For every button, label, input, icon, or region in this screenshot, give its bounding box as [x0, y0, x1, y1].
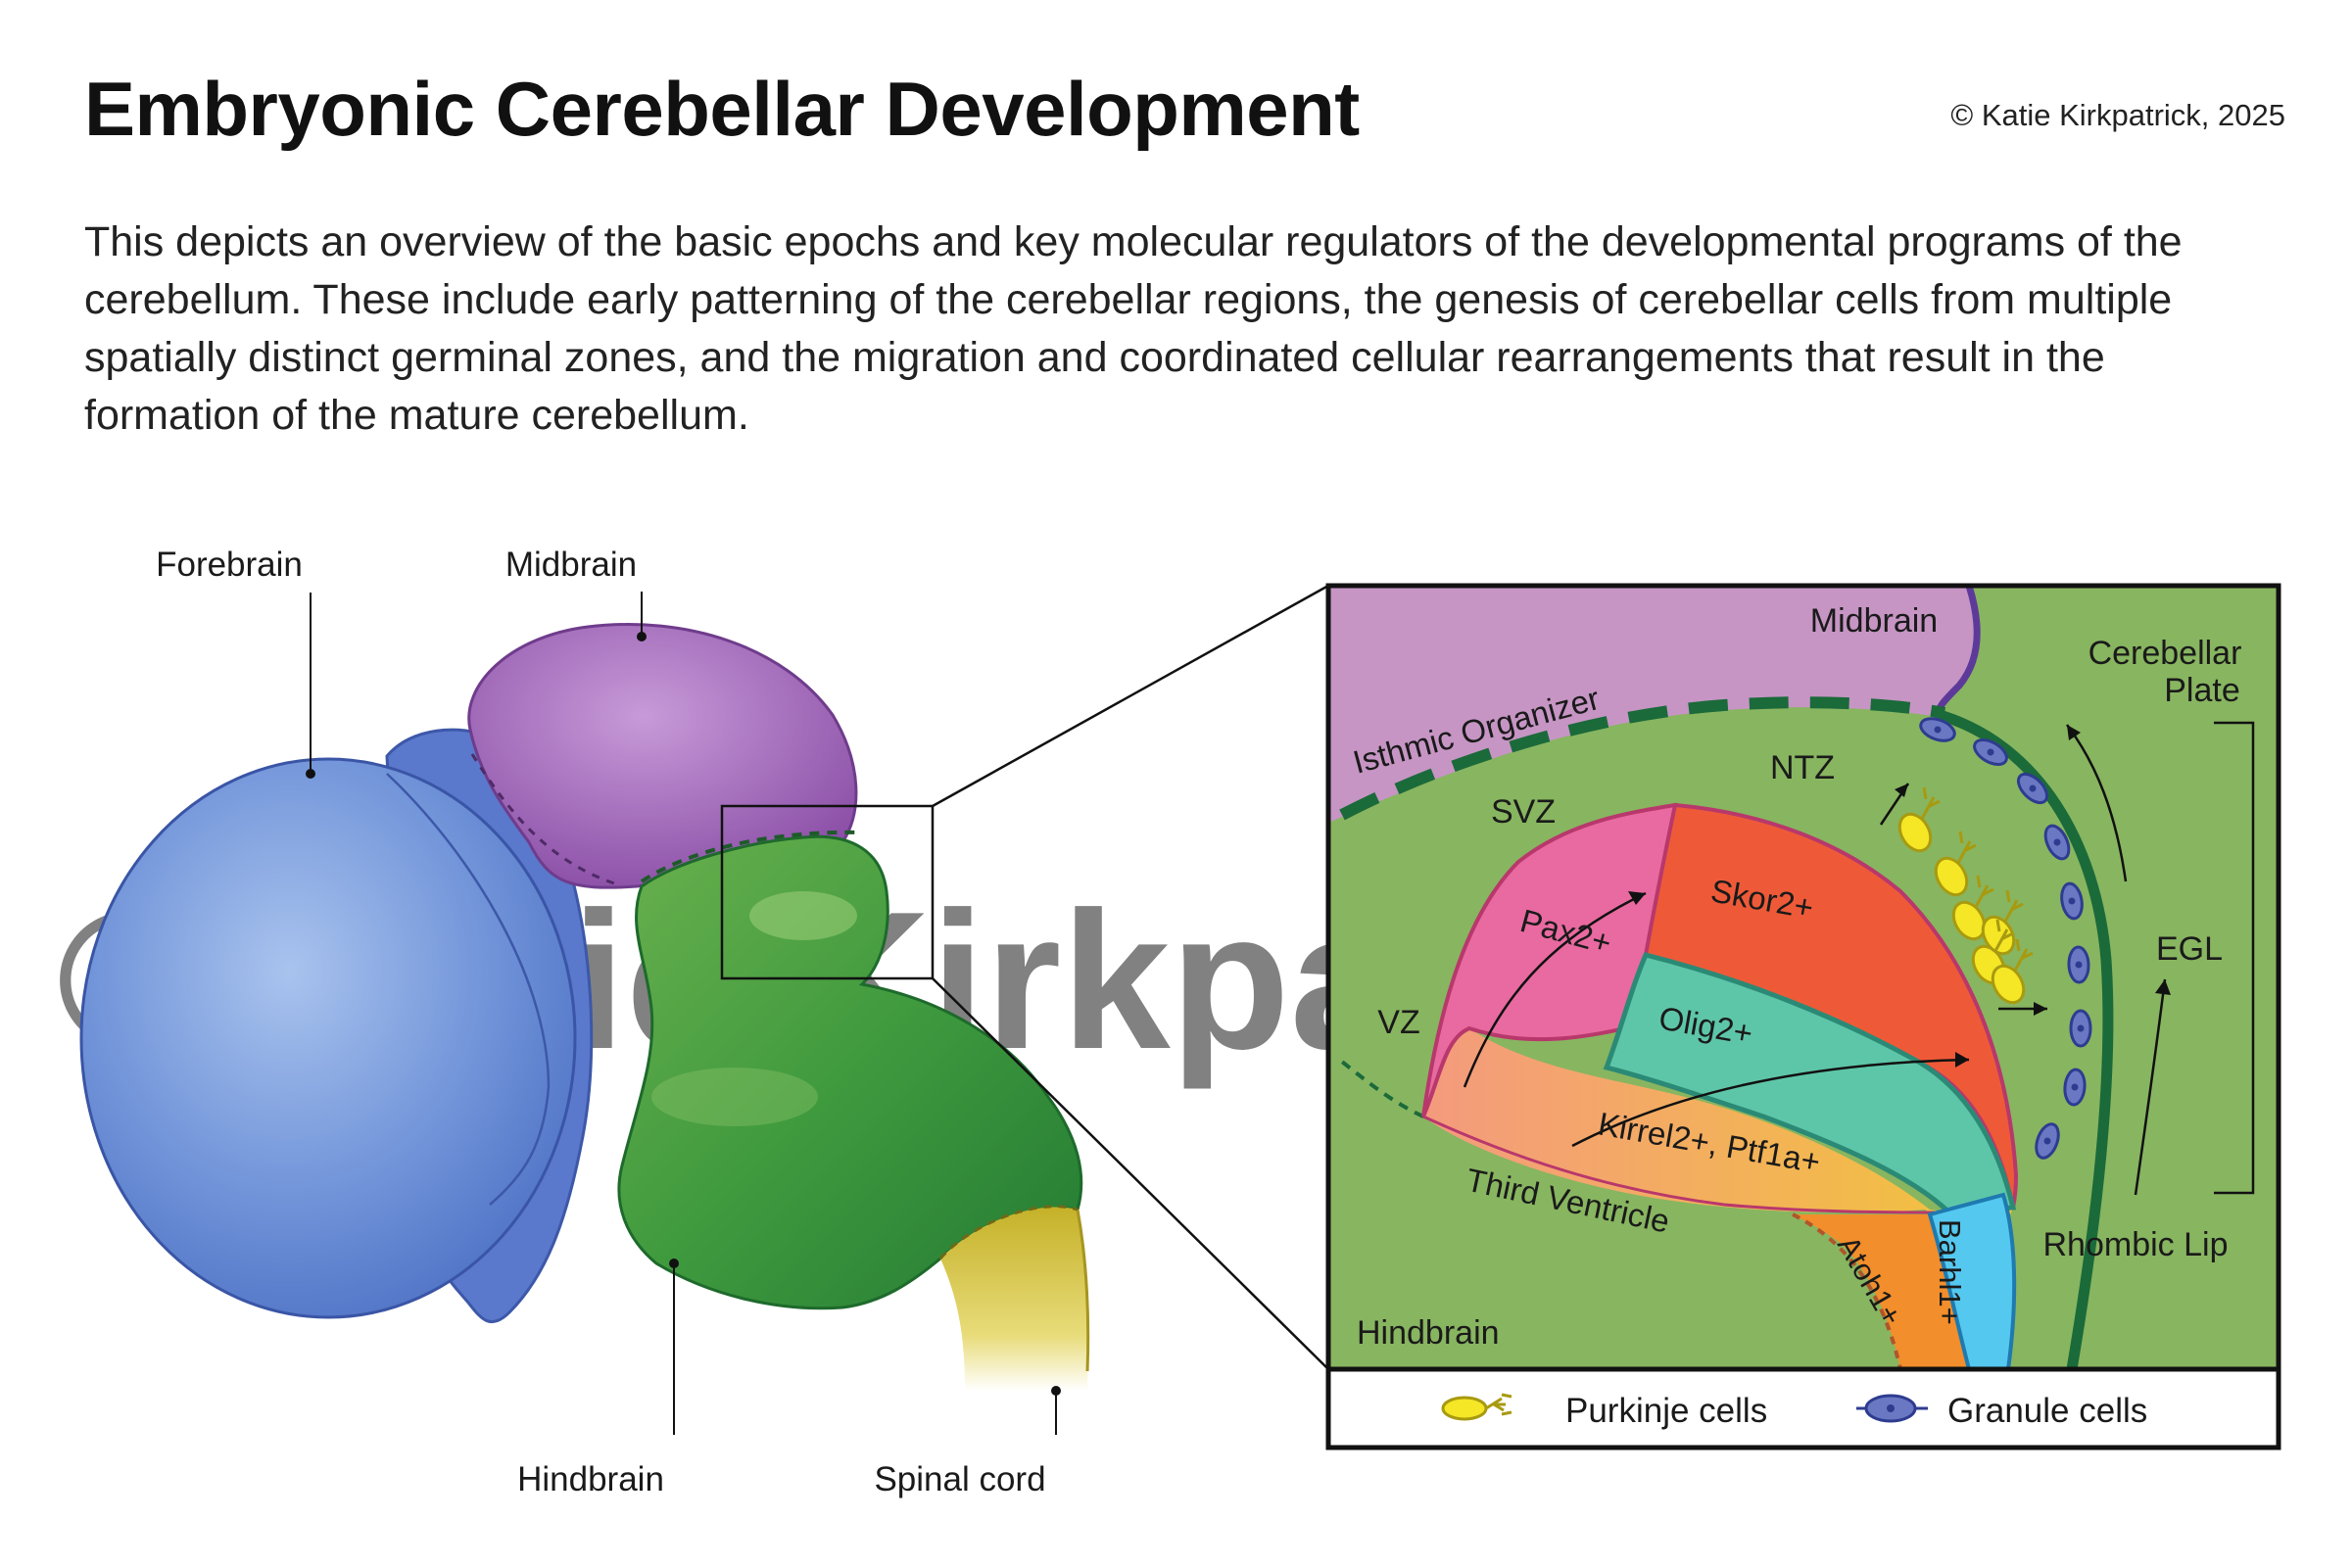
copyright: © Katie Kirkpatrick, 2025 — [1950, 98, 2285, 132]
embryo-illustration — [79, 584, 1329, 1435]
inset-label-svz: SVZ — [1491, 793, 1556, 831]
label-forebrain: Forebrain — [156, 546, 303, 584]
label-hindbrain: Hindbrain — [517, 1460, 664, 1498]
description: This depicts an overview of the basic ep… — [84, 218, 2183, 439]
forebrain-shape — [79, 757, 577, 1319]
inset-label-plate: Plate — [2164, 672, 2240, 709]
legend-granule-icon — [1856, 1394, 1928, 1423]
inset-label-cerebellar: Cerebellar — [2088, 635, 2242, 672]
inset-panel — [1325, 583, 2281, 1450]
label-spinal-cord: Spinal cord — [874, 1460, 1045, 1498]
legend-label-purkinje: Purkinje cells — [1565, 1392, 1767, 1430]
legend-purkinje-icon — [1441, 1393, 1512, 1421]
inset-label-rhombic-lip: Rhombic Lip — [2043, 1226, 2229, 1263]
inset-label-ntz: NTZ — [1770, 749, 1835, 786]
purkinje-cells — [1897, 812, 2026, 1005]
page-title: Embryonic Cerebellar Development — [84, 66, 1360, 152]
spinal-cord-shape — [940, 1207, 1088, 1391]
inset-label-vz: VZ — [1377, 1004, 1419, 1041]
region-atoh1 — [1793, 1214, 1969, 1369]
region-kirrel2 — [1423, 1028, 2013, 1244]
label-midbrain: Midbrain — [505, 546, 637, 584]
inset-label-hindbrain: Hindbrain — [1357, 1314, 1500, 1352]
region-olig2 — [1603, 952, 2017, 1215]
zoom-box — [720, 804, 935, 980]
legend-label-granule: Granule cells — [1947, 1392, 2147, 1430]
inset-label-egl: EGL — [2156, 930, 2223, 968]
inset-label-midbrain: Midbrain — [1810, 602, 1938, 640]
midbrain-shape — [467, 623, 858, 889]
inset-midbrain-region — [1328, 586, 1978, 823]
inset-label-barhl1: Barhl1+ — [1933, 1219, 1967, 1325]
isthmic-organizer-line — [1339, 696, 1946, 821]
